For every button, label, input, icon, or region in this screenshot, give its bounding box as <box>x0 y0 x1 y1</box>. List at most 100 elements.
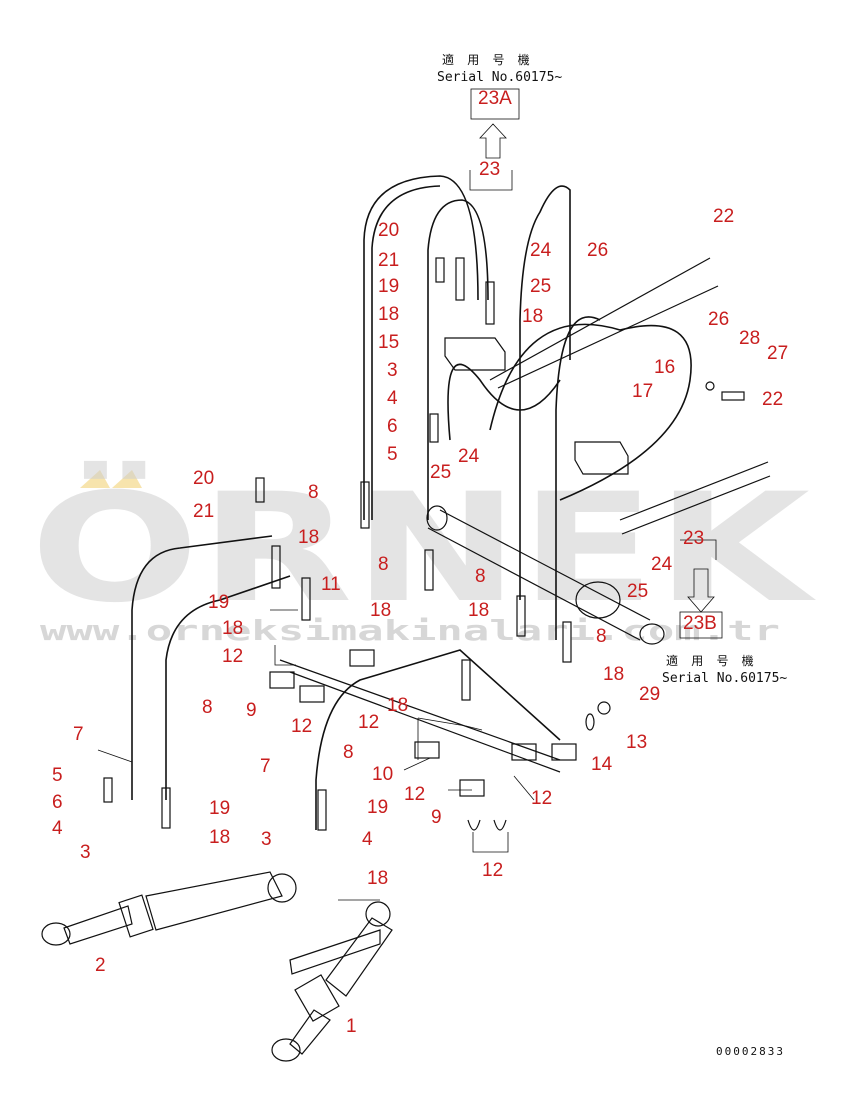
document-number: 00002833 <box>716 1045 785 1058</box>
fitting-8-a <box>360 481 370 529</box>
pipe-22-a <box>489 257 711 381</box>
washer-14 <box>585 713 595 731</box>
callout-22-a: 22 <box>713 206 734 227</box>
callout-24-mid: 24 <box>458 446 480 467</box>
callout-12-f: 12 <box>482 860 503 881</box>
fitting-8-f <box>161 787 171 829</box>
arrow-down-icon <box>687 568 715 613</box>
callout-9-b: 9 <box>431 807 442 828</box>
pipe-7-right <box>315 649 561 830</box>
pipe-22-d <box>621 475 771 535</box>
callout-8-d: 8 <box>596 626 607 647</box>
cylinder-29-top <box>439 509 651 621</box>
cylinder-29-bottom <box>427 527 641 641</box>
callout-19-top: 19 <box>378 276 399 297</box>
header-serial-note: 適 用 号 機 Serial No.60175~ <box>437 52 562 191</box>
fitting-8-c <box>516 595 526 637</box>
callout-27: 27 <box>767 343 788 364</box>
callout-3-mid: 3 <box>261 829 272 850</box>
callout-8-c: 8 <box>475 566 486 587</box>
cylinder-29-eye <box>639 623 665 645</box>
callout-29: 29 <box>639 684 660 705</box>
bolt-5-left <box>103 777 113 803</box>
callout-1: 1 <box>346 1016 357 1037</box>
callout-2: 2 <box>95 955 106 976</box>
callout-5-top: 5 <box>387 444 398 465</box>
callout-18-h: 18 <box>367 868 388 889</box>
bracket-23-right <box>680 539 717 560</box>
assembly-drawing <box>41 175 771 1062</box>
callout-18-d: 18 <box>222 618 243 639</box>
callout-23a: 23A <box>478 88 512 109</box>
callout-4-top: 4 <box>387 388 398 409</box>
pipe-11 <box>289 671 561 773</box>
leader-lines <box>97 609 535 901</box>
callout-26-a: 26 <box>587 240 608 261</box>
callout-8-b: 8 <box>378 554 389 575</box>
callout-19-left: 19 <box>208 592 229 613</box>
callout-21-top: 21 <box>378 250 399 271</box>
watermark-brand: ÖRNEK <box>30 460 816 636</box>
hose-top-left-2 <box>371 185 441 520</box>
nut-13 <box>597 701 611 715</box>
hose-loop <box>489 323 692 501</box>
callout-20-left: 20 <box>193 468 214 489</box>
callout-5-left: 5 <box>52 765 63 786</box>
callout-17: 17 <box>632 381 653 402</box>
cylinder-29-rod-end <box>575 581 621 619</box>
bracket-23-top <box>469 170 513 191</box>
fitting-8-g <box>317 789 327 831</box>
fitting-8-d <box>562 621 572 663</box>
clamp-12-f <box>459 779 485 797</box>
arrow-up-icon <box>479 123 507 159</box>
fitting-8-b <box>424 549 434 591</box>
callout-18-g: 18 <box>209 827 230 848</box>
callout-25-right: 25 <box>627 581 648 602</box>
callout-20-top: 20 <box>378 220 399 241</box>
callout-3-top: 3 <box>387 360 398 381</box>
footer-serial-note: 適 用 号 機 Serial No.60175~ <box>662 539 787 686</box>
callout-8-f: 8 <box>343 742 354 763</box>
callout-12-e: 12 <box>531 788 552 809</box>
footer-serial-label: Serial No.60175~ <box>662 671 787 686</box>
pipe-7-left <box>131 535 273 800</box>
bolt-5-top <box>429 413 439 443</box>
fitting-20-top <box>455 257 465 301</box>
callout-22-b: 22 <box>762 389 783 410</box>
header-serial-label: Serial No.60175~ <box>437 70 562 85</box>
callout-21-left: 21 <box>193 501 214 522</box>
callout-16: 16 <box>654 357 675 378</box>
pipe-22-c <box>619 461 769 521</box>
callout-18-f: 18 <box>603 664 624 685</box>
callout-19-b: 19 <box>209 798 230 819</box>
bolt-20-left <box>255 477 265 503</box>
hose-loop-2 <box>447 363 561 441</box>
clamp-12-d <box>511 743 537 761</box>
clamp-12-a <box>269 671 295 689</box>
box-23a <box>470 88 520 120</box>
washer-28 <box>705 381 715 391</box>
callout-13: 13 <box>626 732 647 753</box>
callout-8-e: 8 <box>202 697 213 718</box>
callout-12-a: 12 <box>222 646 243 667</box>
callout-18-e: 18 <box>387 695 408 716</box>
callout-23-top: 23 <box>479 159 500 180</box>
cylinder-2 <box>41 871 297 946</box>
callout-14: 14 <box>591 754 613 775</box>
clamp-12-g <box>299 685 325 703</box>
bracket-16 <box>574 441 629 475</box>
callout-18-top-a: 18 <box>378 304 399 325</box>
callout-24-right: 24 <box>651 554 673 575</box>
callout-8-a: 8 <box>308 482 319 503</box>
callout-7-b: 7 <box>260 756 271 777</box>
fitting-left-b <box>301 577 311 621</box>
callout-18-top-b: 18 <box>522 306 543 327</box>
footer-applicable-label: 適 用 号 機 <box>666 653 757 668</box>
callout-6-top: 6 <box>387 416 398 437</box>
pipe-8-left <box>165 575 291 800</box>
clamp-12-b <box>349 649 375 667</box>
hose-top-mid <box>427 199 489 520</box>
u-bolt-12-a <box>467 819 481 831</box>
hose-top-left <box>363 175 479 520</box>
